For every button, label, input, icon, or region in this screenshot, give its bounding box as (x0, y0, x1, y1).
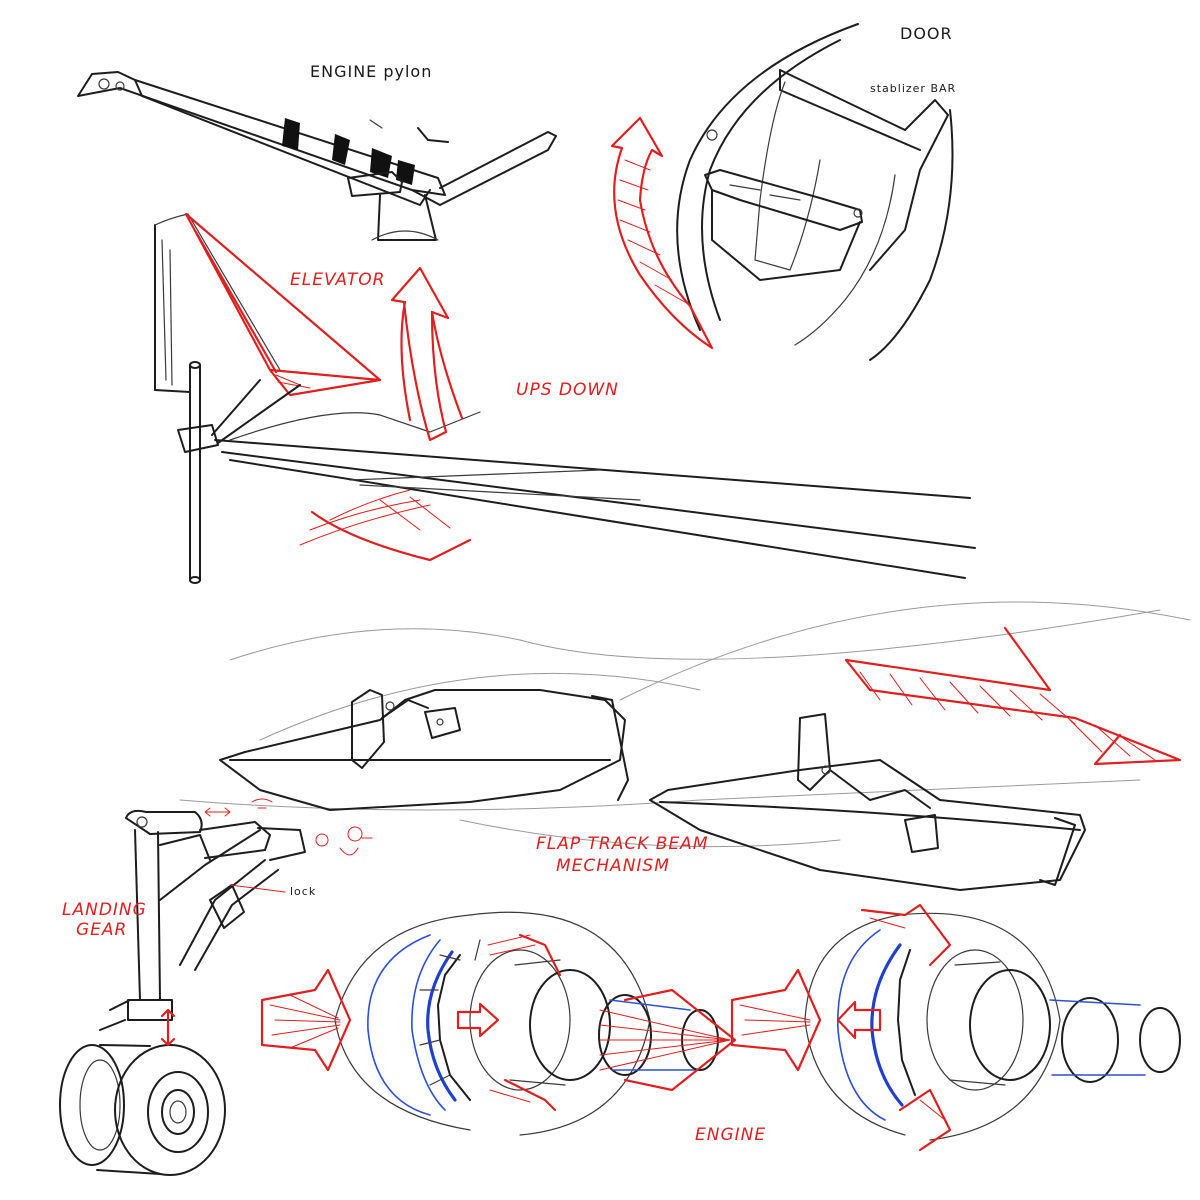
engine-pylon-label: ENGINE pylon (310, 62, 433, 81)
stabilizer-bar-label: stablizer BAR (870, 82, 957, 95)
engine-pylon-sketch (77, 71, 557, 241)
landing-gear-sketch (59, 798, 373, 1176)
engine-sketch-right (730, 903, 1181, 1152)
door-label: DOOR (900, 24, 953, 43)
flap-track-label-line1: FLAP TRACK BEAM (536, 834, 709, 854)
landing-gear-label-line1: LANDING (62, 900, 147, 920)
elevator-sketch (154, 212, 976, 584)
flap-track-label-line2: MECHANISM (556, 856, 670, 876)
engine-label: ENGINE (695, 1125, 767, 1145)
flap-track-beam-sketch (179, 601, 1191, 891)
elevator-label: ELEVATOR (290, 270, 386, 290)
door-sketch (610, 23, 954, 361)
engine-sketch-left (260, 911, 737, 1136)
landing-gear-label-line2: GEAR (76, 920, 128, 940)
ups-down-label: UPS DOWN (516, 380, 619, 400)
lock-label: lock (290, 885, 317, 898)
